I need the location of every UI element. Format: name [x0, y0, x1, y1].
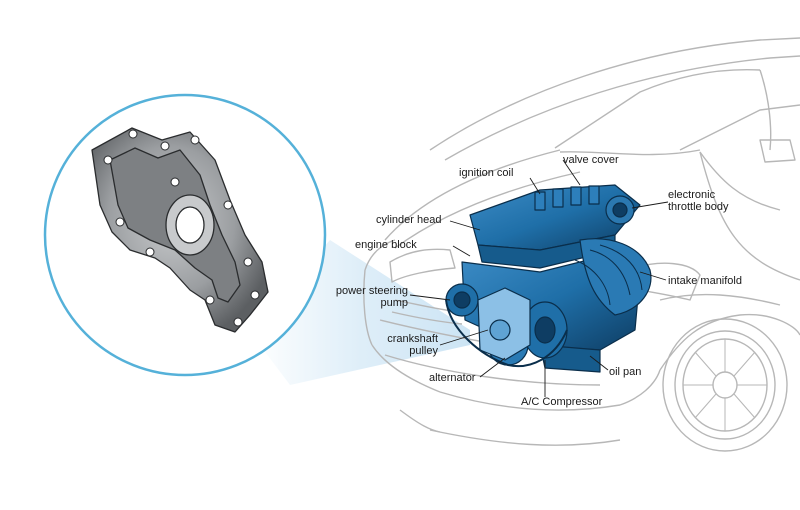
label-oil-pan: oil pan: [609, 366, 641, 378]
label-electronic-throttle-body: electronic throttle body: [668, 189, 729, 213]
label-valve-cover: valve cover: [563, 154, 619, 166]
label-engine-block: engine block: [355, 239, 417, 251]
front-wheel: [662, 318, 788, 452]
label-ac-compressor: A/C Compressor: [521, 396, 603, 408]
intake-manifold-shape: [579, 238, 652, 316]
label-power-steering-pump: power steering pump: [335, 285, 408, 309]
timing-cover-part: [91, 127, 269, 333]
ignition-coil-shape: [534, 191, 546, 211]
bolt-holes: [103, 129, 260, 327]
label-cylinder-head: cylinder head: [376, 214, 441, 226]
label-crankshaft-pulley: crankshaft pulley: [387, 333, 438, 357]
detail-magnifier: [43, 93, 327, 377]
label-alternator: alternator: [429, 372, 476, 384]
label-intake-manifold: intake manifold: [668, 275, 742, 287]
label-ignition-coil: ignition coil: [459, 167, 513, 179]
leader-lines: [409, 159, 669, 397]
engine-assembly: [445, 184, 652, 373]
car-outline: [363, 37, 800, 446]
